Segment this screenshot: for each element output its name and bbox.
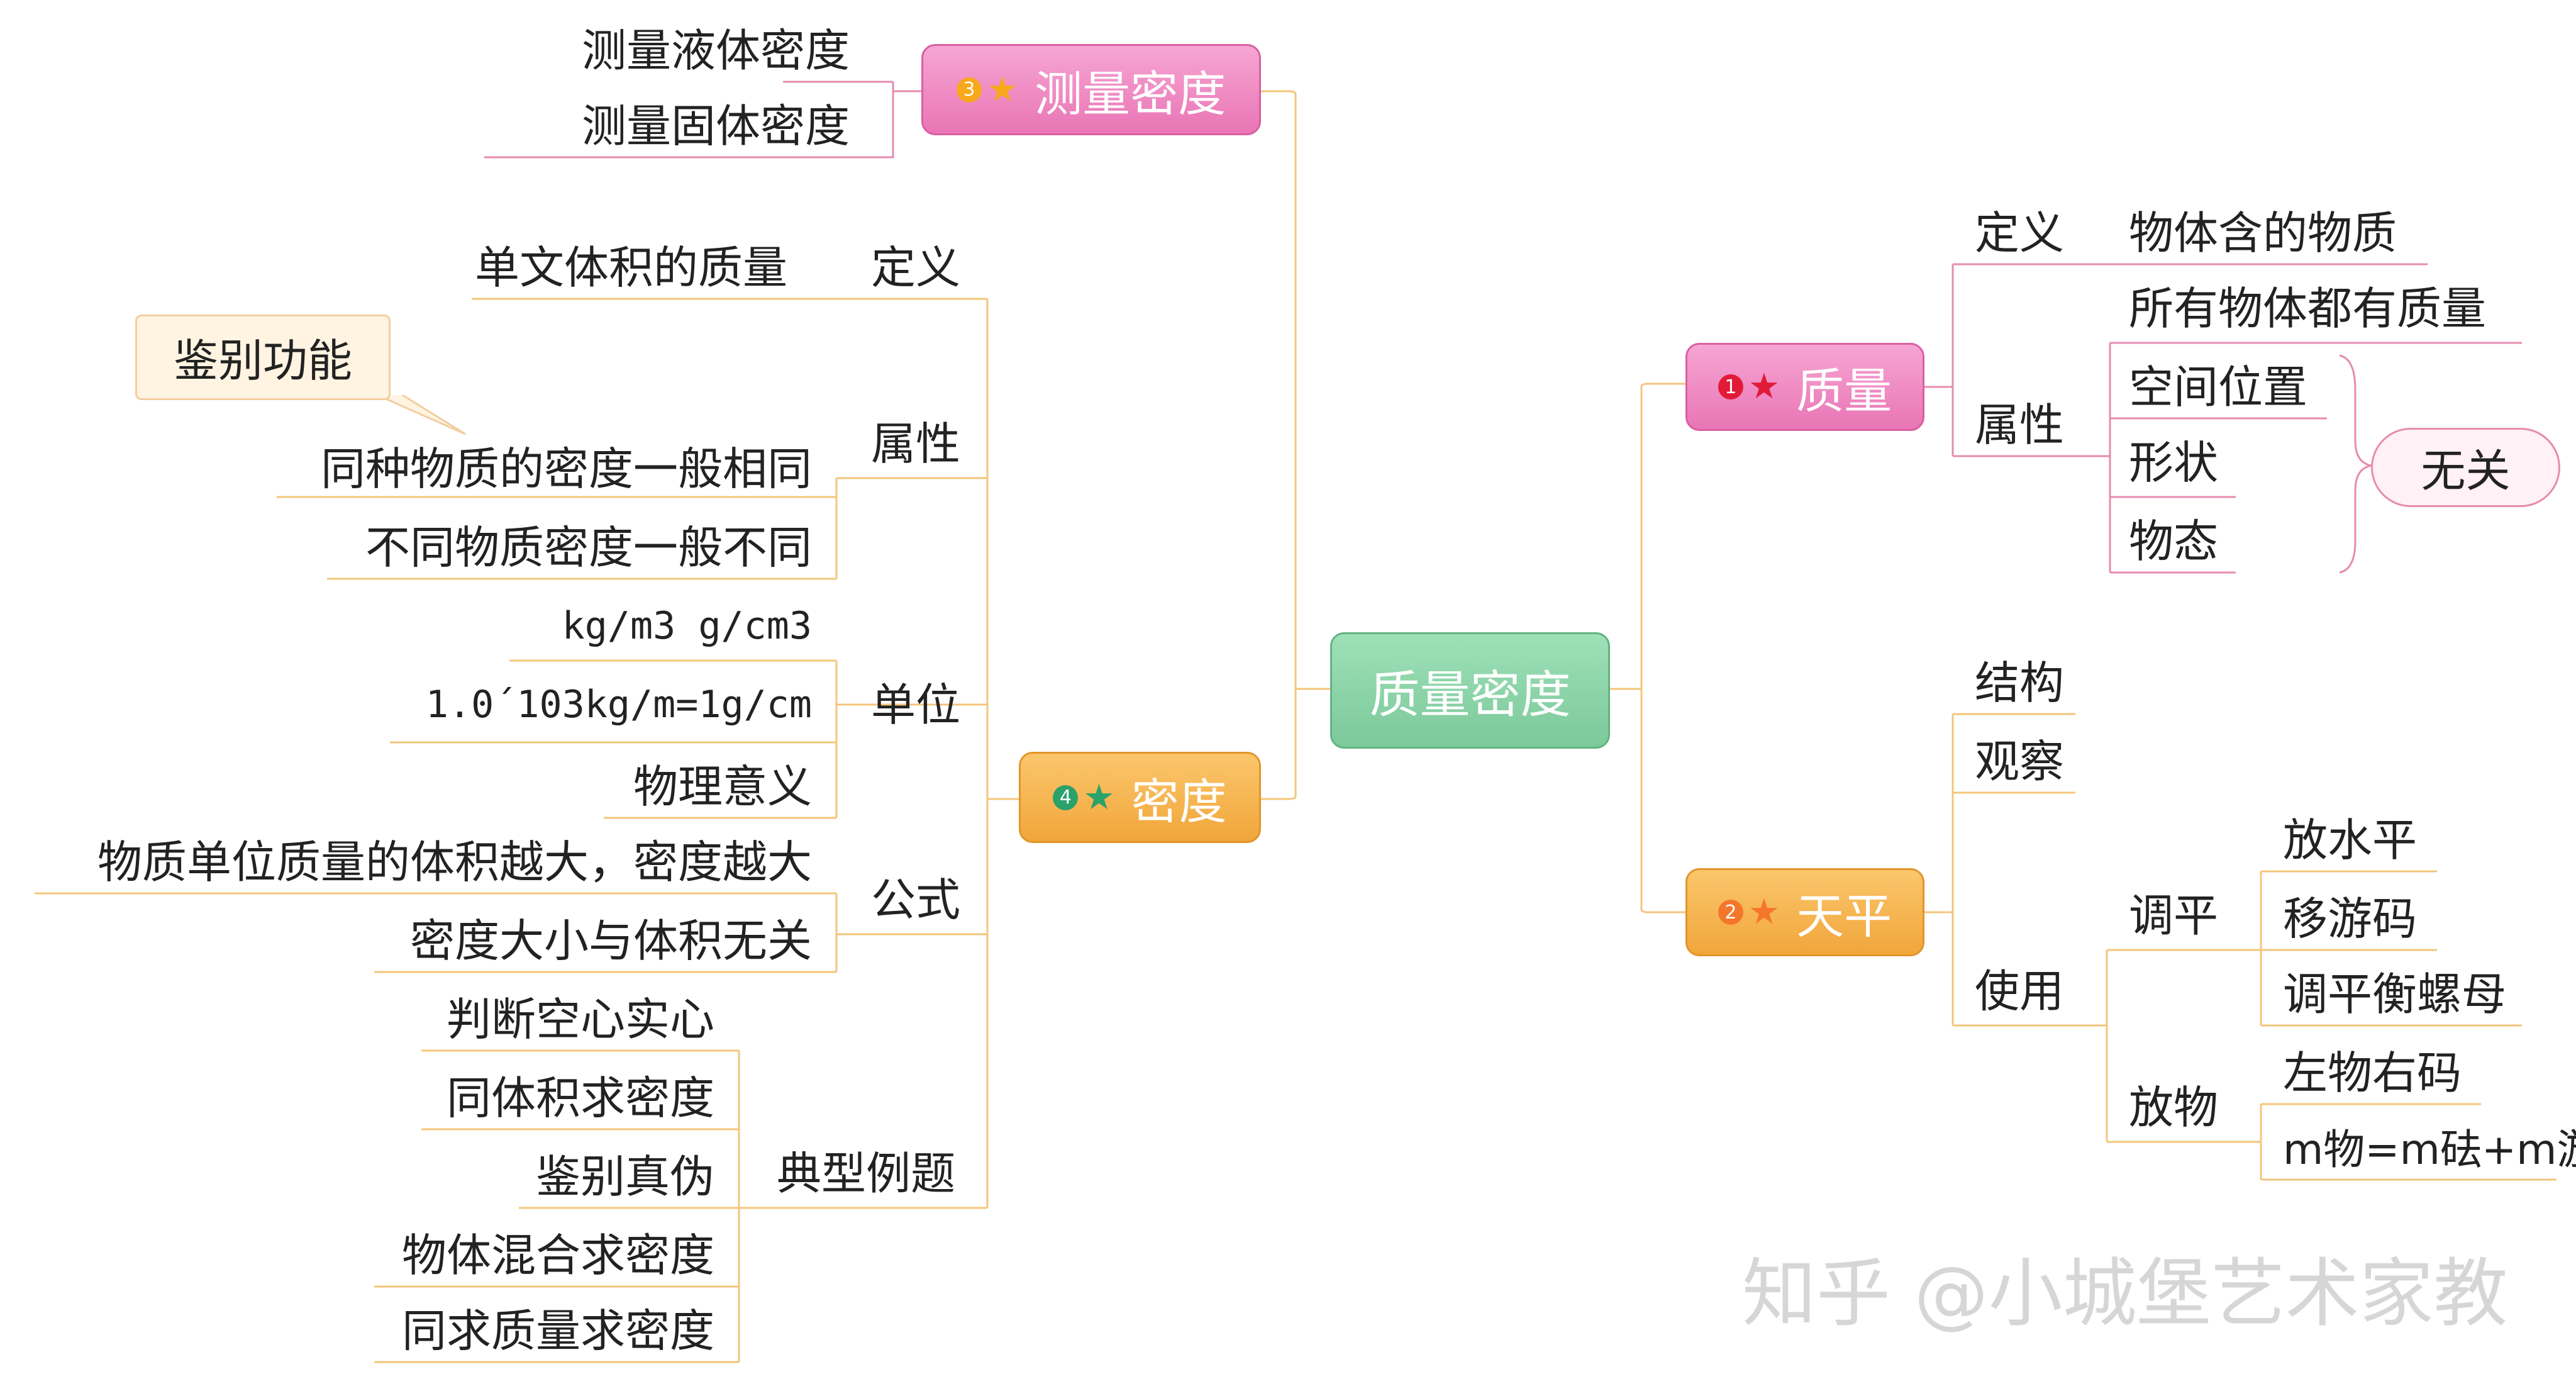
summary-unrelated[interactable]: 无关 [2371,428,2560,507]
branch-measure-density[interactable]: 3 ★ 测量密度 [921,44,1261,135]
topic-unit-conversion[interactable]: 1.0´103kg/m=1g/cm [425,683,812,727]
branch-density[interactable]: 4 ★ 密度 [1019,752,1261,843]
number-badge: 1 [1718,374,1743,399]
number-badge: 3 [956,77,982,103]
star-icon: ★ [1748,366,1780,407]
branch-density-label: 密度 [1131,773,1227,830]
topic-structure[interactable]: 结构 [1975,657,2065,709]
callout-note[interactable]: 鉴别功能 [135,315,391,400]
topic-usage[interactable]: 使用 [1975,965,2065,1017]
priority-marker: 4 ★ [1053,776,1115,818]
topic-different-substance[interactable]: 不同物质密度一般不同 [365,522,812,574]
topic-mass-definition[interactable]: 定义 [1975,207,2065,259]
central-topic[interactable]: 质量密度 [1330,632,1610,749]
priority-marker: 2 ★ [1718,895,1780,930]
branch-mass-label: 质量 [1796,363,1892,419]
topic-mass-definition-text[interactable]: 物体含的物质 [2129,207,2397,259]
watermark: 知乎 @小城堡艺术家教 [1742,1250,2508,1337]
topic-leveling[interactable]: 调平 [2129,890,2219,942]
branch-measure-density-label: 测量密度 [1035,65,1226,122]
topic-formula-volume[interactable]: 物质单位质量的体积越大，密度越大 [97,836,812,888]
topic-density-formula[interactable]: 公式 [871,874,961,926]
topic-example-hollow[interactable]: 判断空心实心 [446,993,714,1046]
number-badge: 4 [1053,785,1079,810]
topic-example-same-mass[interactable]: 同求质量求密度 [401,1305,714,1357]
topic-mass-formula[interactable]: m物=m砝+m游 [2283,1125,2576,1174]
topic-state[interactable]: 物态 [2129,515,2219,567]
callout-note-text: 鉴别功能 [173,335,352,387]
topic-placing[interactable]: 放物 [2129,1081,2219,1134]
branch-balance-label: 天平 [1796,888,1892,944]
topic-place-level[interactable]: 放水平 [2283,814,2418,866]
topic-shape[interactable]: 形状 [2129,437,2219,489]
topic-same-substance[interactable]: 同种物质的密度一般相同 [320,443,812,495]
topic-example-same-volume[interactable]: 同体积求密度 [446,1072,714,1124]
topic-mass-property[interactable]: 属性 [1975,399,2065,451]
topic-space-position[interactable]: 空间位置 [2129,361,2308,413]
topic-density-definition[interactable]: 定义 [871,242,961,294]
central-topic-label: 质量密度 [1369,665,1571,724]
topic-observe[interactable]: 观察 [1975,735,2065,788]
topic-example-authenticity[interactable]: 鉴别真伪 [535,1151,714,1203]
summary-unrelated-label: 无关 [2421,445,2511,497]
branch-mass[interactable]: 1 ★ 质量 [1685,343,1924,431]
number-badge: 2 [1718,900,1743,925]
topic-left-object[interactable]: 左物右码 [2283,1047,2462,1099]
star-icon: ★ [1748,891,1780,932]
priority-marker: 1 ★ [1718,369,1780,405]
topic-density-definition-text[interactable]: 单文体积的质量 [475,242,788,294]
topic-example-mixture[interactable]: 物体混合求密度 [401,1229,714,1282]
topic-move-rider[interactable]: 移游码 [2283,893,2418,945]
star-icon: ★ [986,69,1019,110]
topic-density-property[interactable]: 属性 [871,418,961,470]
topic-all-objects-mass[interactable]: 所有物体都有质量 [2129,282,2487,335]
priority-marker: 3 ★ [956,69,1019,110]
topic-formula-independent[interactable]: 密度大小与体积无关 [409,915,812,967]
topic-adjust-nut[interactable]: 调平衡螺母 [2283,968,2507,1020]
star-icon: ★ [1083,776,1115,818]
topic-physical-meaning[interactable]: 物理意义 [633,761,812,813]
topic-measure-solid[interactable]: 测量固体密度 [582,100,850,152]
topic-typical-examples[interactable]: 典型例题 [777,1148,956,1200]
topic-measure-liquid[interactable]: 测量液体密度 [582,25,850,77]
branch-balance[interactable]: 2 ★ 天平 [1685,868,1924,956]
topic-unit-symbols[interactable]: kg/m3 g/cm3 [562,604,812,648]
topic-density-unit[interactable]: 单位 [871,679,961,731]
